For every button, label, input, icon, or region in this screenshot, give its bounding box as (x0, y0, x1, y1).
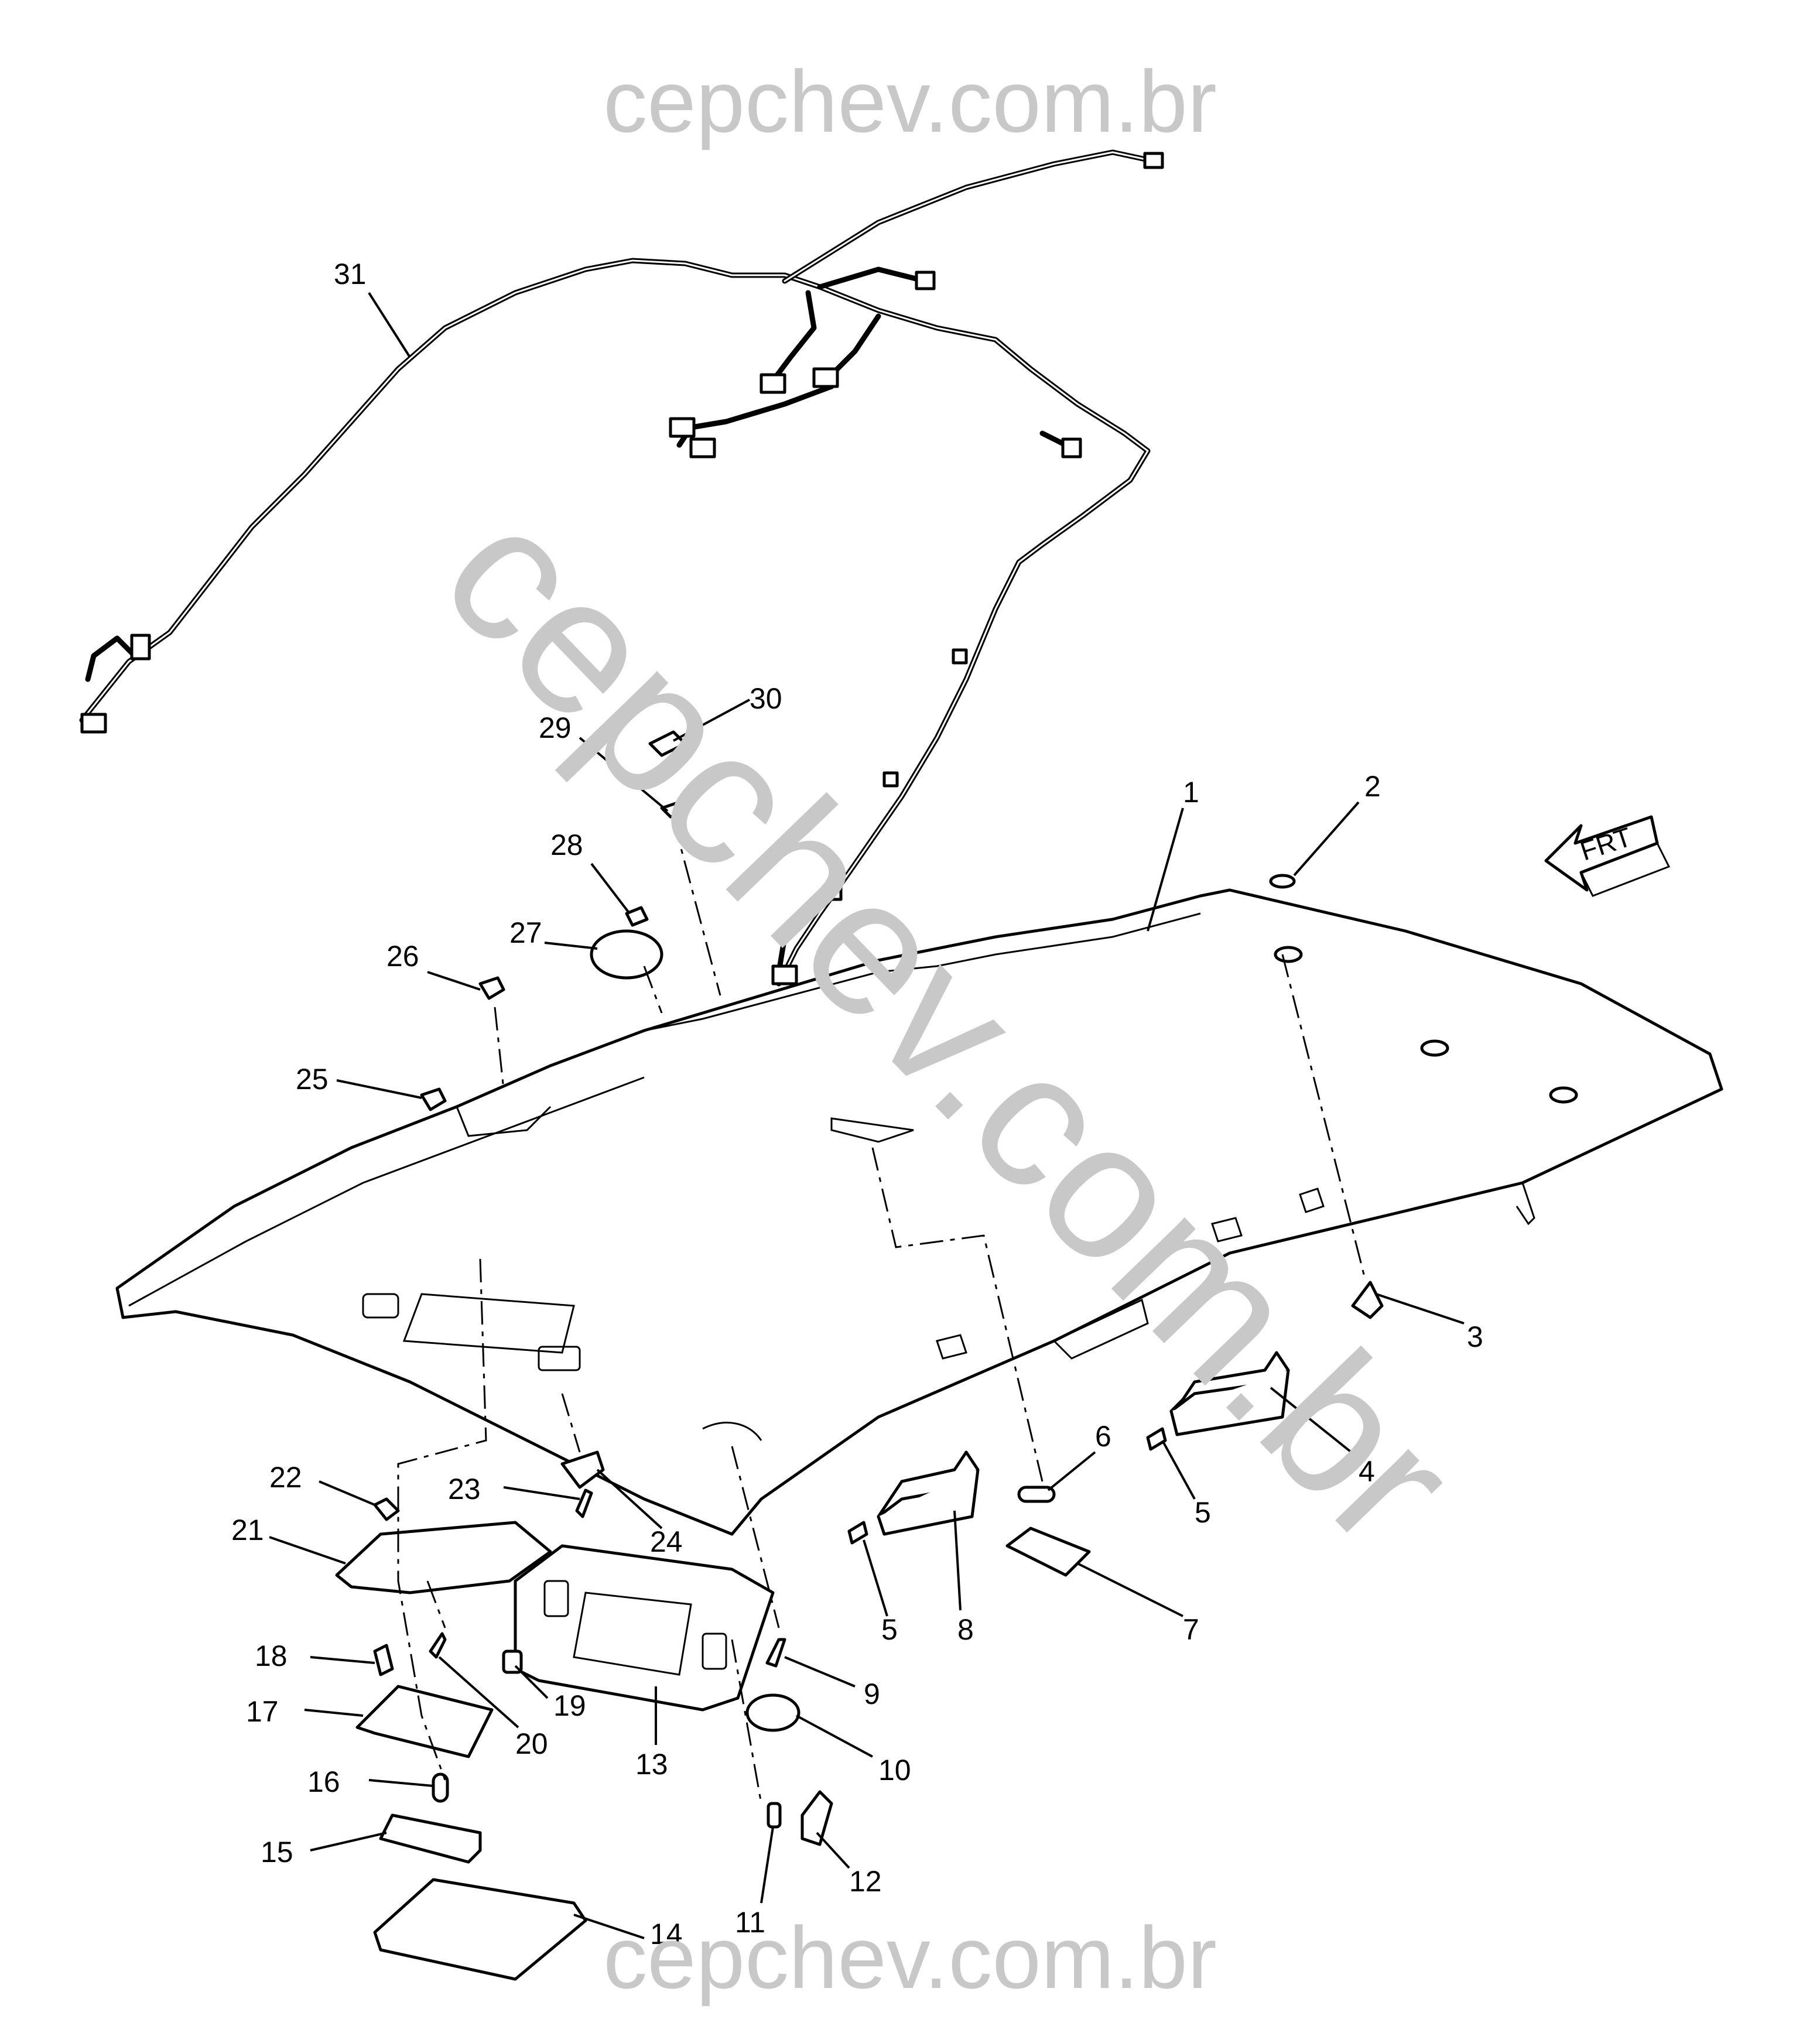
callout-18: 18 (255, 1640, 288, 1672)
callout-26: 26 (386, 940, 419, 973)
front-direction-arrow: FRT (1544, 815, 1671, 897)
callout-15: 15 (261, 1836, 293, 1868)
callout-28: 28 (550, 829, 583, 861)
callout-22: 22 (269, 1461, 302, 1494)
centerlines (397, 819, 1366, 1804)
callout-17: 17 (246, 1695, 279, 1728)
callout-1: 1 (1183, 776, 1199, 809)
watermark-top: cepchev.com.br (603, 52, 1217, 150)
callout-9: 9 (864, 1678, 880, 1710)
callout-4: 4 (1359, 1455, 1375, 1488)
callout-23: 23 (448, 1473, 481, 1505)
callout-21: 21 (231, 1514, 264, 1546)
headliner (115, 888, 1723, 1536)
callout-19: 19 (553, 1689, 586, 1722)
callout-30: 30 (750, 682, 782, 715)
callout-5b: 5 (881, 1613, 898, 1646)
callout-3: 3 (1467, 1320, 1483, 1353)
callout-10: 10 (878, 1754, 911, 1787)
callout-labels: 1 2 3 4 5 5 6 7 8 9 10 11 12 13 14 15 16… (231, 258, 1483, 1950)
leader-lines (269, 292, 1465, 1939)
callout-8: 8 (957, 1613, 974, 1646)
callout-24: 24 (650, 1525, 683, 1558)
callout-7: 7 (1183, 1613, 1199, 1646)
small-parts (335, 730, 1384, 1981)
callout-31: 31 (334, 258, 367, 290)
callout-11: 11 (735, 1906, 765, 1939)
callout-16: 16 (307, 1765, 340, 1798)
front-direction-label: FRT (1576, 822, 1635, 867)
callout-29: 29 (539, 711, 572, 744)
callout-6: 6 (1095, 1420, 1111, 1453)
callout-12: 12 (849, 1865, 882, 1898)
callout-5a: 5 (1195, 1496, 1211, 1529)
callout-27: 27 (509, 916, 542, 949)
callout-25: 25 (296, 1063, 329, 1096)
callout-2: 2 (1364, 770, 1381, 803)
watermark-bottom: cepchev.com.br (603, 1908, 1217, 2007)
callout-20: 20 (515, 1727, 548, 1760)
callout-13: 13 (635, 1748, 668, 1781)
callout-14: 14 (650, 1918, 683, 1950)
wiring-harness (79, 149, 1164, 987)
